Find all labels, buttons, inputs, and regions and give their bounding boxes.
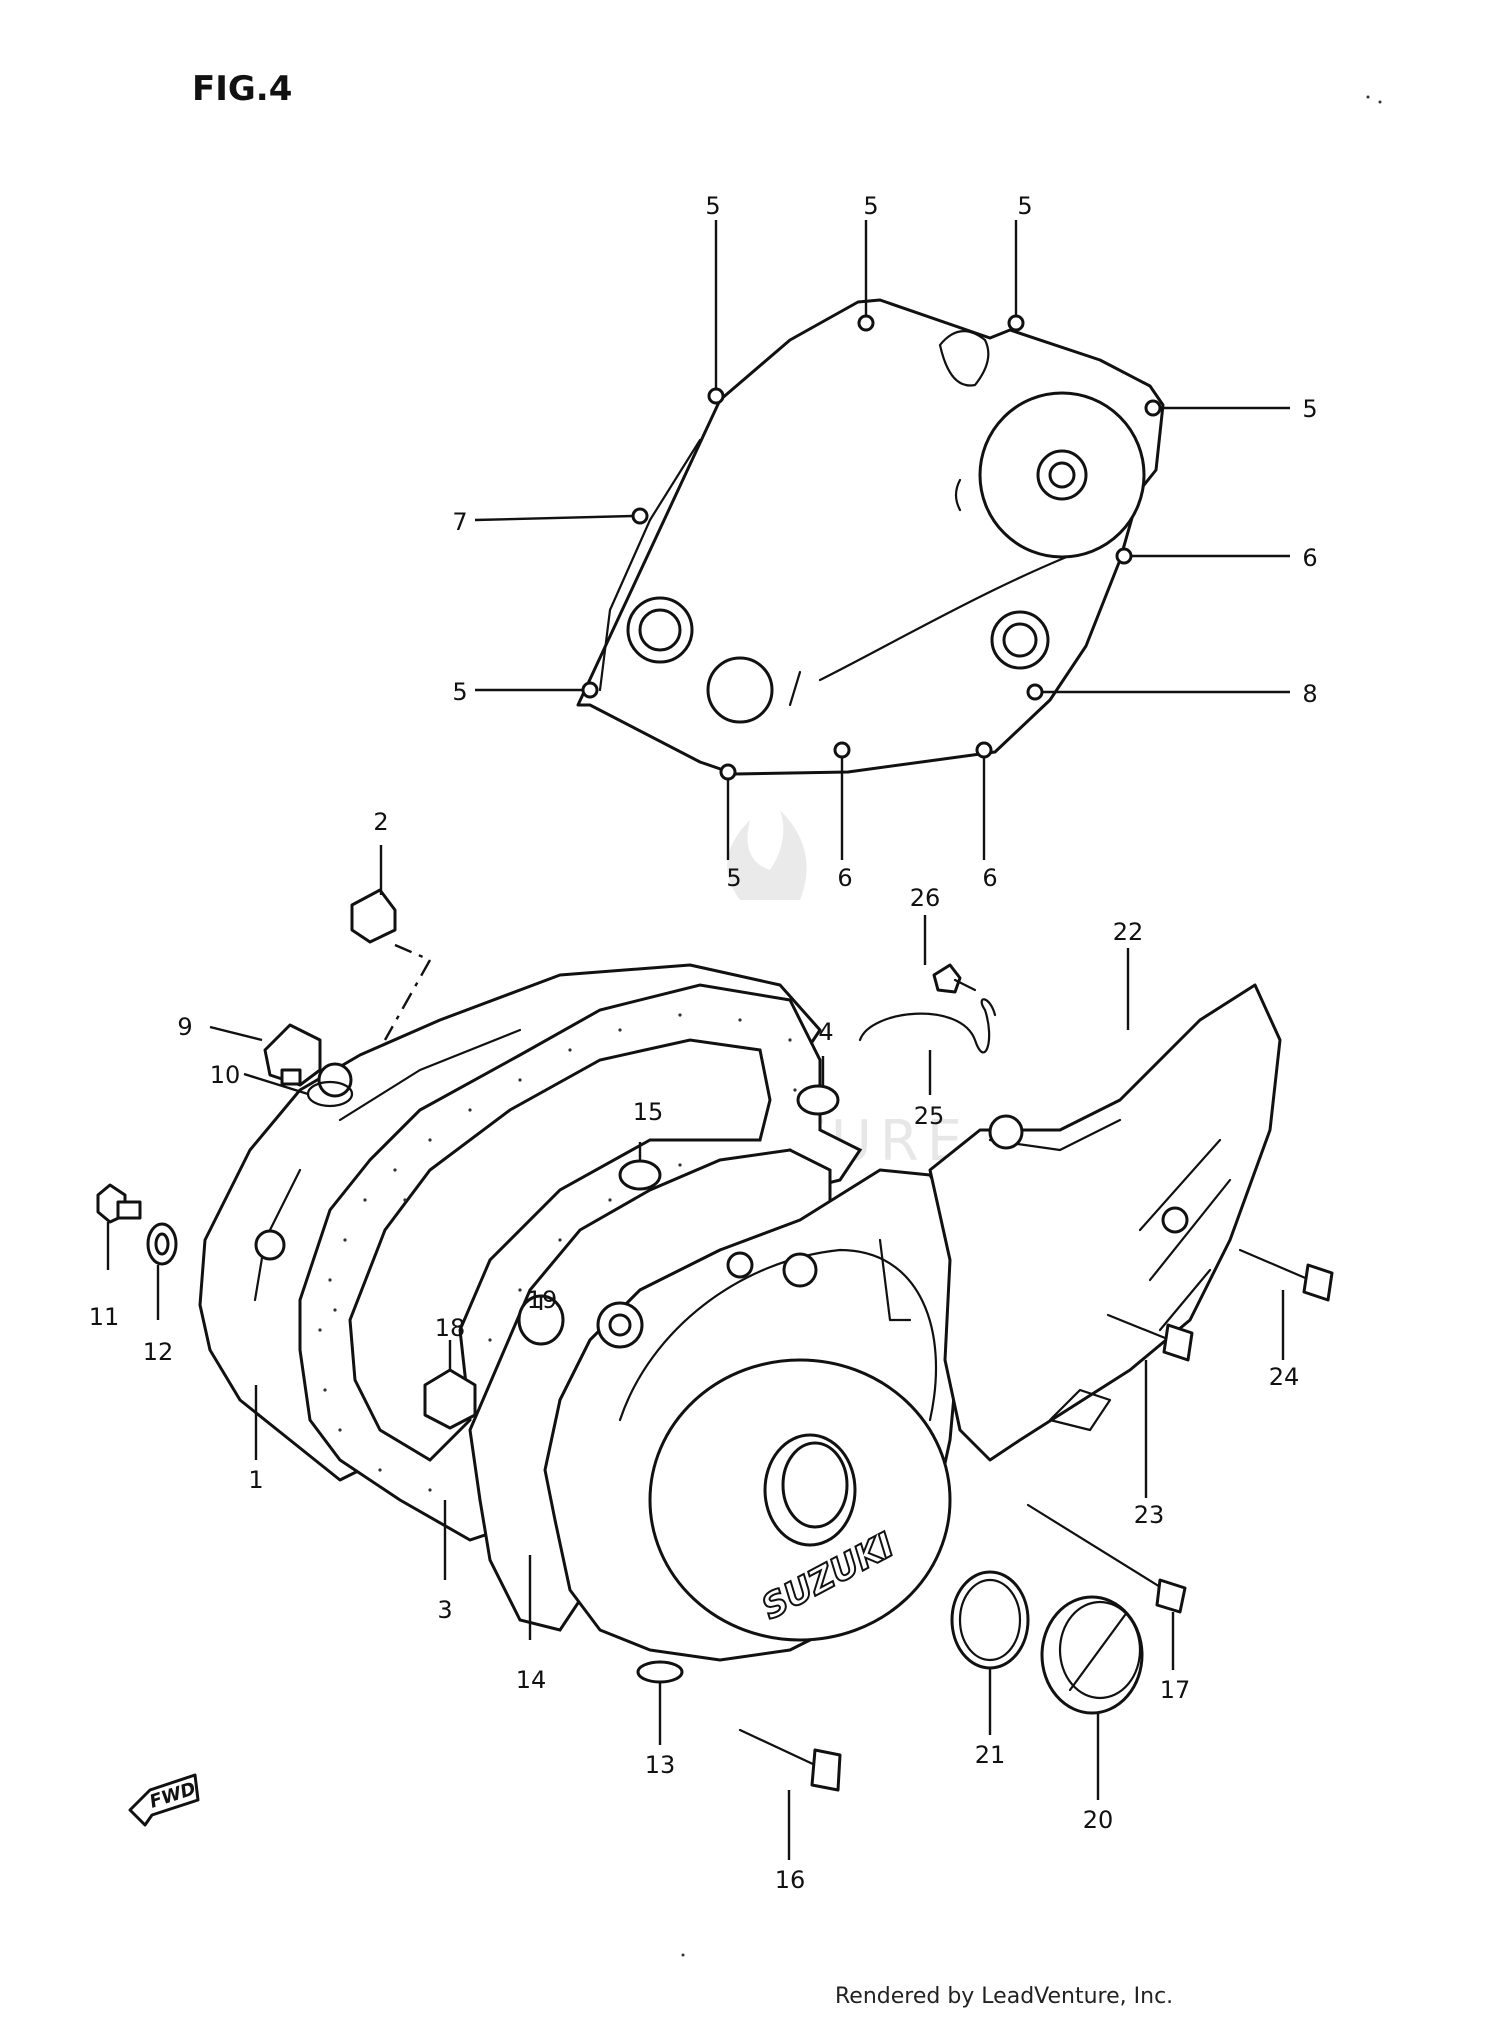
callout-21: 21 bbox=[975, 1741, 1006, 1769]
callout-5d: 5 bbox=[1302, 395, 1317, 423]
sprocket-cover bbox=[928, 983, 1282, 1462]
callout-labels: 5 5 5 5 6 8 7 5 5 6 6 2 9 10 11 12 1 18 … bbox=[89, 192, 1318, 1894]
callout-4: 4 bbox=[818, 1018, 833, 1046]
callout-5a: 5 bbox=[705, 192, 720, 220]
callout-7: 7 bbox=[452, 508, 467, 536]
bolt-17 bbox=[1026, 1503, 1187, 1614]
washer-12 bbox=[146, 1222, 178, 1266]
callout-6c: 6 bbox=[982, 864, 997, 892]
callout-24: 24 bbox=[1269, 1363, 1300, 1391]
o-ring-21 bbox=[950, 1570, 1030, 1670]
bolt-24 bbox=[1238, 1248, 1334, 1302]
bolt-23 bbox=[1106, 1313, 1194, 1362]
callout-5e: 5 bbox=[452, 678, 467, 706]
dowel-13 bbox=[636, 1660, 684, 1684]
callout-19: 19 bbox=[527, 1286, 558, 1314]
callout-14: 14 bbox=[516, 1666, 547, 1694]
generator-cover: SUZUKI bbox=[543, 1168, 962, 1662]
callout-18: 18 bbox=[435, 1314, 466, 1342]
callout-22: 22 bbox=[1113, 918, 1144, 946]
callout-10: 10 bbox=[210, 1061, 241, 1089]
callout-8: 8 bbox=[1302, 680, 1317, 708]
callout-15: 15 bbox=[633, 1098, 664, 1126]
dowel-15 bbox=[618, 1159, 662, 1191]
bolt-11 bbox=[96, 1183, 142, 1224]
callout-25: 25 bbox=[914, 1102, 945, 1130]
callout-5c: 5 bbox=[1017, 192, 1032, 220]
callout-6b: 6 bbox=[837, 864, 852, 892]
clutch-cover-gasket bbox=[576, 298, 1165, 781]
callout-1: 1 bbox=[248, 1466, 263, 1494]
oil-plug-9 bbox=[263, 1023, 322, 1087]
lower-leader-lines bbox=[106, 845, 1285, 1860]
callout-12: 12 bbox=[143, 1338, 174, 1366]
callout-2: 2 bbox=[373, 808, 388, 836]
screw-26 bbox=[932, 963, 977, 994]
cap-20 bbox=[1040, 1595, 1144, 1715]
callout-6a: 6 bbox=[1302, 544, 1317, 572]
bolt-16 bbox=[738, 1728, 842, 1792]
callout-3: 3 bbox=[437, 1596, 452, 1624]
render-credit: Rendered by LeadVenture, Inc. bbox=[835, 1984, 1173, 2009]
fwd-arrow: FWD bbox=[128, 1773, 200, 1827]
callout-13: 13 bbox=[645, 1751, 676, 1779]
upper-leader-lines bbox=[474, 220, 1290, 860]
callout-17: 17 bbox=[1160, 1676, 1191, 1704]
figure-title: FIG.4 bbox=[192, 69, 292, 109]
wire-clip-25 bbox=[858, 998, 997, 1054]
callout-5f: 5 bbox=[726, 864, 741, 892]
callout-11: 11 bbox=[89, 1303, 120, 1331]
callout-20: 20 bbox=[1083, 1806, 1114, 1834]
callout-26: 26 bbox=[910, 884, 941, 912]
callout-9: 9 bbox=[177, 1013, 192, 1041]
callout-16: 16 bbox=[775, 1866, 806, 1894]
plug-2 bbox=[350, 888, 397, 944]
dowel-4 bbox=[796, 1084, 840, 1116]
callout-23: 23 bbox=[1134, 1501, 1165, 1529]
callout-5b: 5 bbox=[863, 192, 878, 220]
